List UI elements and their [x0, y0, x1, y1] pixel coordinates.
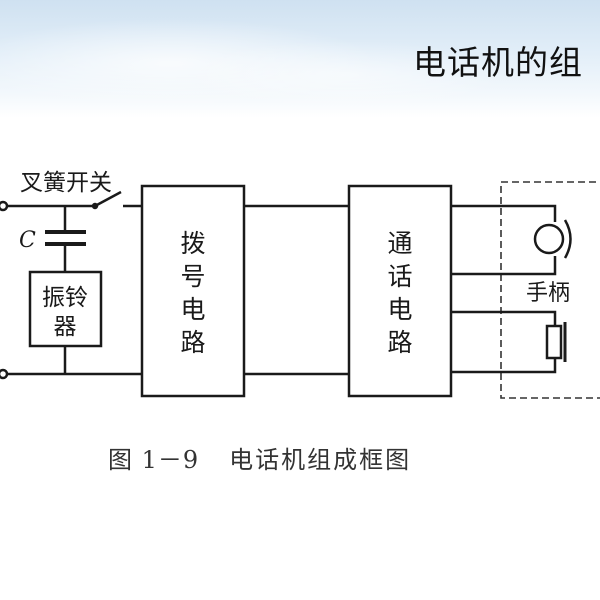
dialing-circuit-char-4: 路	[180, 328, 205, 357]
ringer-label-line1: 振铃	[42, 285, 88, 311]
slide-title: 电话机的组	[413, 43, 583, 82]
receiver-cup-icon	[563, 219, 572, 259]
talk-circuit-box	[347, 184, 453, 398]
dialing-circuit-char-2: 号	[180, 262, 205, 291]
capacitor-label: C	[19, 228, 36, 253]
handset-enclosure	[500, 181, 600, 399]
figure-number: 图 1－9	[108, 446, 200, 474]
talk-circuit-char-1: 通	[387, 229, 412, 258]
wire-to-receiver-bottom	[451, 256, 557, 276]
hook-switch-label: 叉簧开关	[20, 170, 112, 196]
wire-to-transmitter-top	[451, 310, 557, 326]
dialing-circuit-box	[140, 184, 246, 398]
hook-switch-contact	[94, 190, 122, 208]
talk-circuit-char-2: 话	[387, 262, 412, 291]
ringer-label-line2: 器	[54, 314, 77, 340]
terminal-top	[0, 200, 9, 212]
figure-caption: 图 1－9 电话机组成框图	[108, 440, 411, 475]
transmitter-icon	[545, 324, 563, 360]
hook-switch-pivot	[91, 202, 99, 210]
header-band	[0, 0, 600, 118]
figure-caption-text: 电话机组成框图	[229, 446, 412, 474]
wire-to-transmitter-bottom	[451, 358, 557, 374]
receiver-icon	[533, 223, 565, 255]
dialing-circuit-char-3: 电	[180, 295, 205, 324]
wire-to-receiver-top	[451, 204, 557, 222]
terminal-bottom	[0, 368, 9, 380]
dialing-circuit-char-1: 拨	[180, 229, 205, 258]
talk-circuit-char-4: 路	[387, 328, 412, 357]
handset-label: 手柄	[526, 281, 570, 306]
talk-circuit-char-3: 电	[387, 295, 412, 324]
